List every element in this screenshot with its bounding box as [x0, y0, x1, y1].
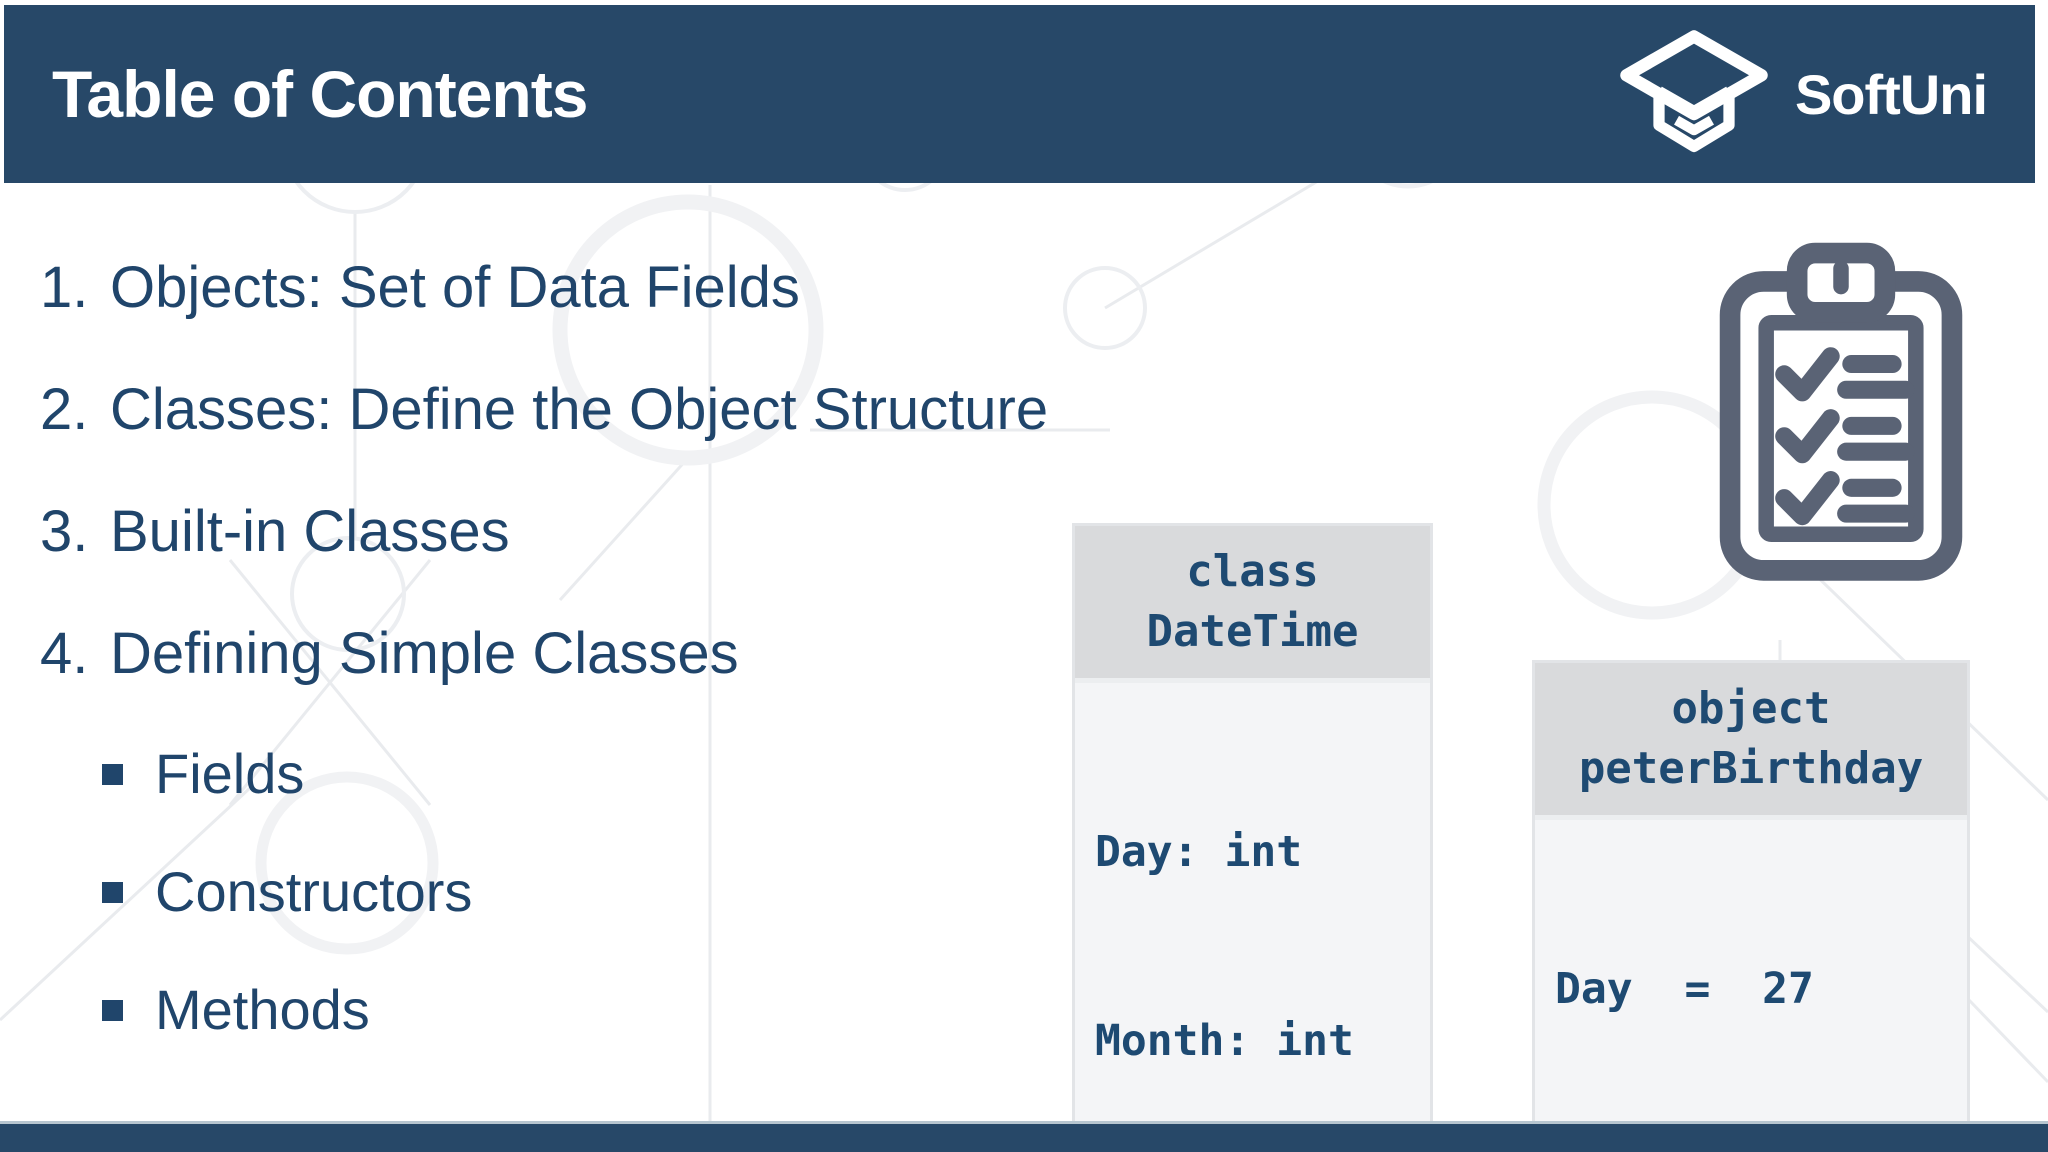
toc-item-number: 2.	[40, 377, 89, 442]
toc-item-label: Defining Simple Classes	[110, 621, 739, 686]
square-bullet-icon	[102, 881, 123, 903]
class-box-title-line2: DateTime	[1146, 606, 1359, 657]
object-box-title-line1: object	[1671, 683, 1831, 734]
toc-item-classes: 2. Classes: Define the Object Structure	[40, 349, 1048, 471]
graduation-cap-icon	[1620, 30, 1768, 153]
field-line: Month: int	[1095, 1016, 1354, 1066]
object-peterbirthday-box: object peterBirthday Day = 27 Month = 11…	[1532, 660, 1970, 1152]
class-box-title-line1: class	[1186, 546, 1319, 597]
toc-list: 1. Objects: Set of Data Fields 2. Classe…	[40, 227, 1048, 715]
object-box-title-line2: peterBirthday	[1578, 743, 1924, 794]
toc-sub-item-label: Fields	[155, 742, 305, 805]
class-datetime-box: class DateTime Day: int Month: int Year:…	[1072, 523, 1433, 1152]
toc-item-label: Objects: Set of Data Fields	[110, 255, 800, 320]
softuni-logo-label: SoftUni	[1794, 62, 1988, 126]
softuni-logo: SoftUni	[1619, 29, 1988, 159]
toc-item-label: Classes: Define the Object Structure	[110, 377, 1049, 442]
toc-item-number: 3.	[40, 499, 89, 564]
value-line: Day = 27	[1555, 964, 1814, 1014]
toc-sub-list: Fields Constructors Methods	[40, 715, 1048, 1069]
toc-item-label: Built-in Classes	[110, 499, 510, 564]
footer-bar	[0, 1121, 2048, 1152]
toc-sub-item-fields: Fields	[102, 715, 1048, 833]
slide-title: Table of Contents	[52, 57, 588, 131]
toc-sub-item-label: Constructors	[155, 860, 473, 923]
header-bar: Table of Contents SoftUni	[4, 5, 2035, 183]
square-bullet-icon	[102, 763, 123, 785]
toc-item-number: 4.	[40, 621, 89, 686]
toc-item-number: 1.	[40, 255, 89, 320]
toc-sub-item-methods: Methods	[102, 951, 1048, 1069]
toc-item-defining-simple-classes: 4. Defining Simple Classes	[40, 593, 1048, 715]
object-box-title: object peterBirthday	[1535, 663, 1967, 815]
square-bullet-icon	[102, 999, 123, 1021]
toc-sub-item-constructors: Constructors	[102, 833, 1048, 951]
toc-item-objects: 1. Objects: Set of Data Fields	[40, 227, 1048, 349]
toc-item-builtin-classes: 3. Built-in Classes	[40, 471, 1048, 593]
object-box-values: Day = 27 Month = 11 Year = 1996	[1535, 820, 1967, 1152]
class-box-title: class DateTime	[1075, 526, 1430, 678]
clipboard-checklist-icon	[1719, 242, 1963, 581]
field-line: Day: int	[1095, 827, 1303, 877]
class-box-fields: Day: int Month: int Year: int	[1075, 683, 1430, 1152]
table-of-contents: 1. Objects: Set of Data Fields 2. Classe…	[40, 227, 1048, 1069]
toc-sub-item-label: Methods	[155, 978, 370, 1041]
